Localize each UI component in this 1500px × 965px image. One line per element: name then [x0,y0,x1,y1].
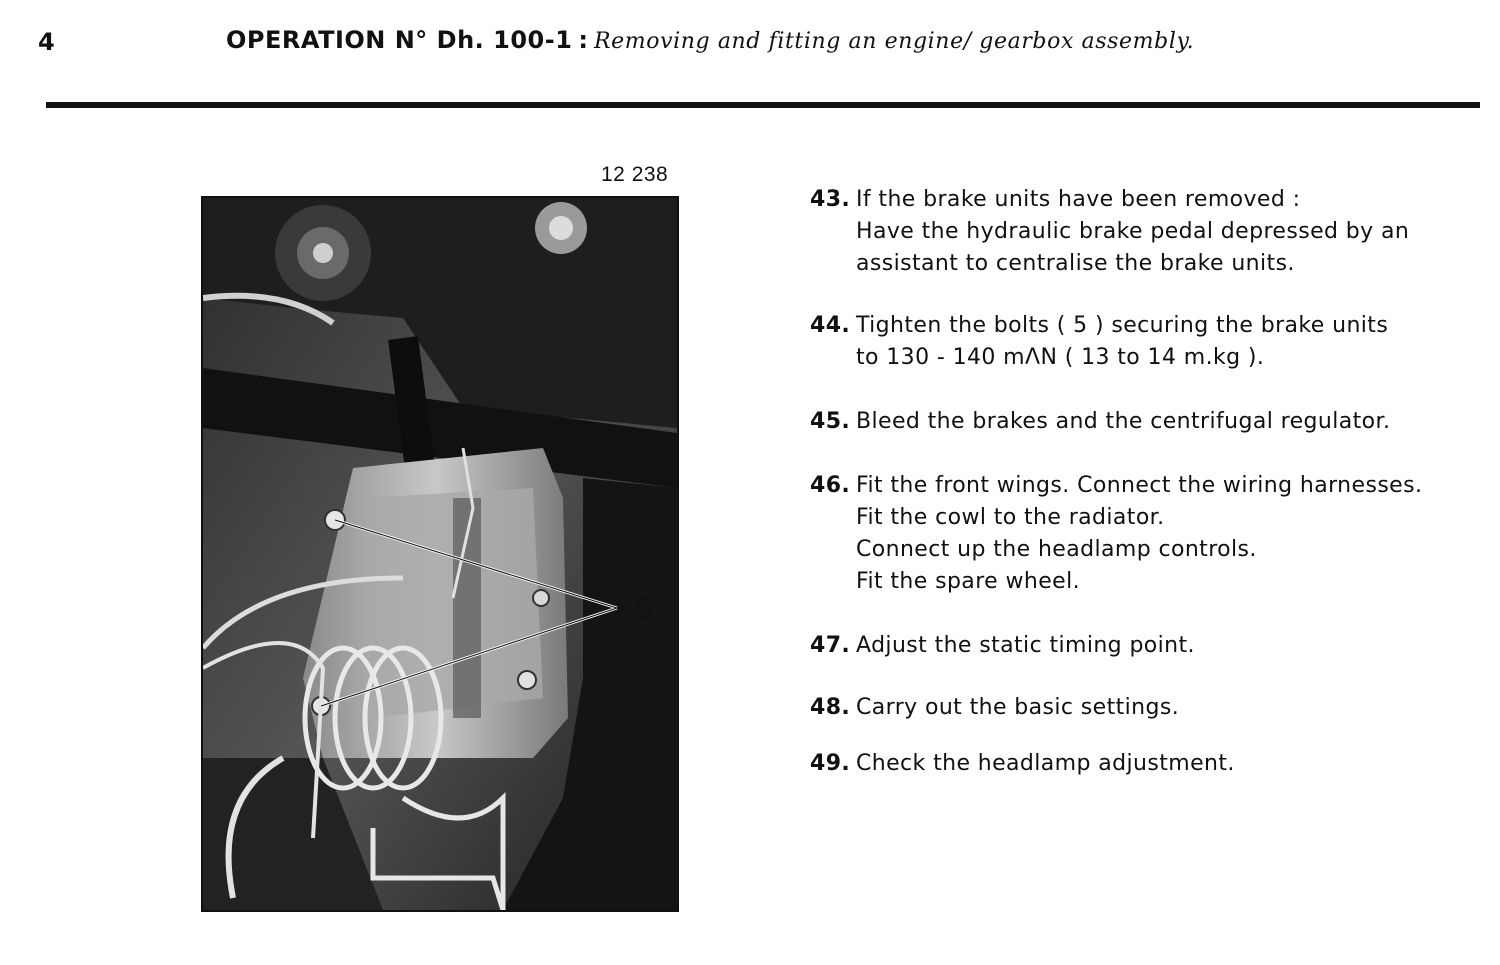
operation-number: OPERATION N° Dh. 100-1 [226,26,573,54]
step-44: 44.Tighten the bolts ( 5 ) securing the … [810,310,1490,374]
step-line: Fit the spare wheel. [856,569,1080,594]
step-47: 47.Adjust the static timing point. [810,630,1490,662]
step-43: 43.If the brake units have been removed … [810,184,1490,280]
step-line: Connect up the headlamp controls. [856,537,1257,562]
step-number: 45. [810,409,851,434]
step-line: 46.Fit the front wings. Connect the wiri… [810,470,1490,502]
step-number: 49. [810,751,851,776]
step-49: 49.Check the headlamp adjustment. [810,748,1490,780]
header-rule [46,102,1480,108]
step-number: 47. [810,633,851,658]
step-line: 49.Check the headlamp adjustment. [810,748,1490,780]
step-text: Fit the front wings. Connect the wiring … [856,473,1423,498]
step-line: Have the hydraulic brake pedal depressed… [856,219,1410,244]
step-46: 46.Fit the front wings. Connect the wiri… [810,470,1490,598]
step-line: 45.Bleed the brakes and the centrifugal … [810,406,1490,438]
page-number: 4 [38,28,55,56]
engine-photo-illustration [203,198,677,910]
step-line: assistant to centralise the brake units. [856,251,1295,276]
step-number: 48. [810,695,851,720]
step-text: Check the headlamp adjustment. [856,751,1235,776]
step-text: Adjust the static timing point. [856,633,1195,658]
step-text: Bleed the brakes and the centrifugal reg… [856,409,1391,434]
step-number: 44. [810,313,851,338]
figure-number: 12 238 [601,163,669,186]
engine-photo [201,196,679,912]
step-number: 46. [810,473,851,498]
title-separator: : [578,26,589,54]
step-line: to 130 - 140 mΛN ( 13 to 14 m.kg ). [856,345,1265,370]
step-number: 43. [810,187,851,212]
step-line: Fit the cowl to the radiator. [856,505,1165,530]
page-header-title: OPERATION N° Dh. 100-1:Removing and fitt… [226,26,1194,54]
step-text: If the brake units have been removed : [856,187,1301,212]
step-line: 44.Tighten the bolts ( 5 ) securing the … [810,310,1490,342]
step-line: 47.Adjust the static timing point. [810,630,1490,662]
operation-subtitle: Removing and fitting an engine/ gearbox … [594,29,1195,54]
step-line: 48.Carry out the basic settings. [810,692,1490,724]
step-48: 48.Carry out the basic settings. [810,692,1490,724]
step-text: Carry out the basic settings. [856,695,1180,720]
step-line: 43.If the brake units have been removed … [810,184,1490,216]
step-45: 45.Bleed the brakes and the centrifugal … [810,406,1490,438]
callout-label-5: 5 [636,593,653,625]
step-text: Tighten the bolts ( 5 ) securing the bra… [856,313,1389,338]
